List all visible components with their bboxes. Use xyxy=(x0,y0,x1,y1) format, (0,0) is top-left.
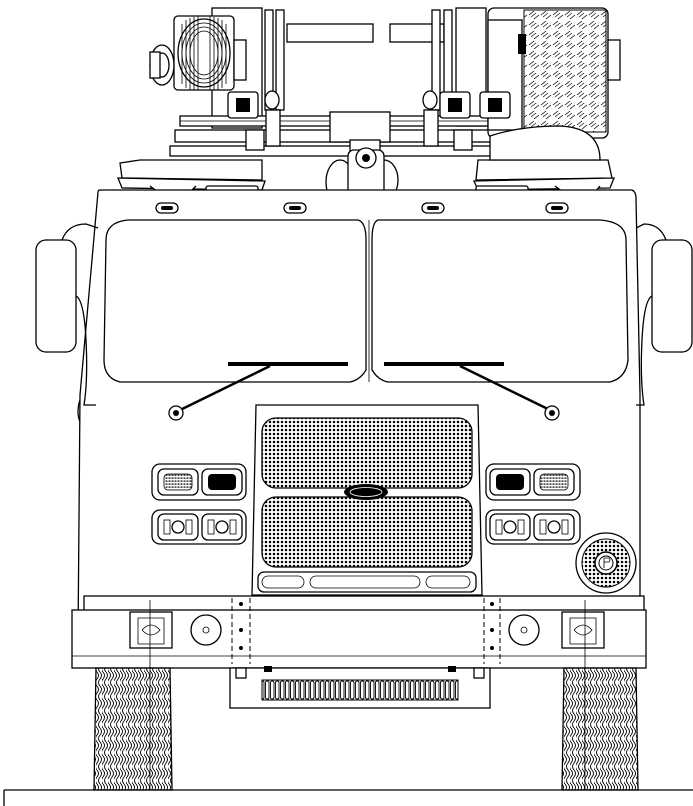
front-bumper xyxy=(71,595,647,669)
lower-grille xyxy=(229,666,491,709)
wipers xyxy=(168,362,560,421)
tire-icon xyxy=(93,600,639,791)
roof-light-bar xyxy=(117,125,615,209)
ladder-clamps xyxy=(227,90,511,151)
ground-line xyxy=(3,789,693,806)
windshield xyxy=(103,219,629,383)
headlight-icon xyxy=(151,463,581,545)
hose-reel-icon xyxy=(149,15,247,91)
equipment-box-icon xyxy=(487,7,621,139)
mirror-icon xyxy=(35,223,693,423)
siren-speaker-icon xyxy=(575,532,637,594)
grille-icon xyxy=(251,404,483,596)
